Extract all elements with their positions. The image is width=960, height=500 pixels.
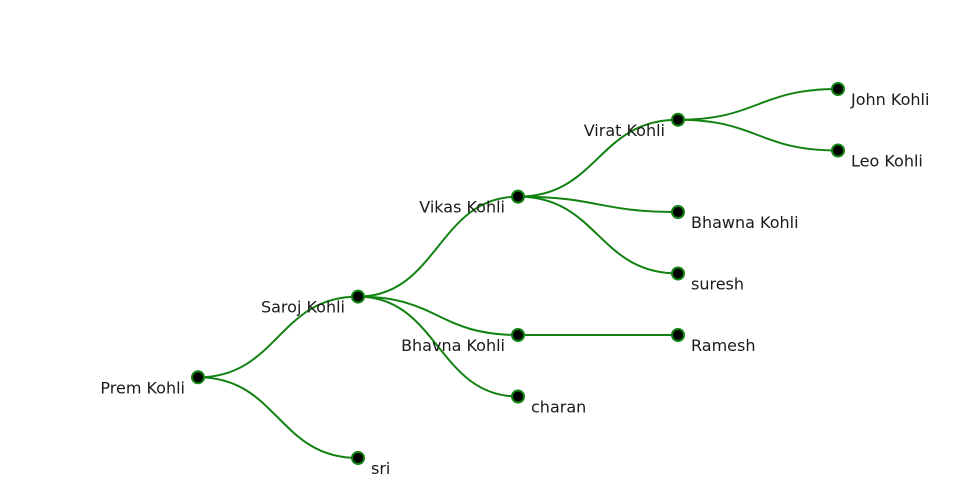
node-circle-suresh[interactable]: [671, 266, 685, 281]
tree-link-vikas-suresh: [517, 195, 679, 275]
node-label-leo: Leo Kohli: [851, 152, 923, 171]
node-circle-vikas[interactable]: [511, 189, 525, 204]
tree-link-virat-john: [677, 88, 839, 121]
node-label-sri: sri: [371, 459, 390, 478]
tree-node-saroj[interactable]: Saroj Kohli: [261, 289, 365, 317]
tree-link-prem-saroj: [197, 295, 359, 379]
tree-node-vikas[interactable]: Vikas Kohli: [419, 189, 525, 217]
tree-link-prem-sri: [197, 376, 359, 459]
tree-link-vikas-virat: [517, 118, 679, 198]
node-label-ramesh: Ramesh: [691, 336, 755, 355]
node-label-bhavna1: Bhavna Kohli: [401, 336, 505, 355]
node-circle-john[interactable]: [831, 82, 845, 96]
tree-node-charan[interactable]: charan: [511, 389, 586, 417]
tree-link-vikas-bhavna2: [517, 195, 679, 213]
node-label-john: John Kohli: [850, 90, 929, 109]
node-label-saroj: Saroj Kohli: [261, 298, 345, 317]
tree-node-bhavna2[interactable]: Bhawna Kohli: [671, 205, 799, 232]
node-circle-leo[interactable]: [831, 143, 845, 158]
tree-node-sri[interactable]: sri: [351, 451, 390, 478]
node-label-bhavna2: Bhawna Kohli: [691, 213, 799, 232]
node-circle-bhavna1[interactable]: [511, 328, 525, 342]
tree-link-saroj-bhavna1: [357, 295, 519, 336]
tree-node-virat[interactable]: Virat Kohli: [584, 112, 685, 140]
node-circle-prem[interactable]: [191, 370, 205, 385]
node-circle-bhavna2[interactable]: [671, 205, 685, 219]
node-circle-sri[interactable]: [351, 451, 365, 465]
tree-node-prem[interactable]: Prem Kohli: [100, 370, 205, 397]
node-label-vikas: Vikas Kohli: [419, 198, 505, 217]
node-label-virat: Virat Kohli: [584, 121, 665, 140]
tree-node-bhavna1[interactable]: Bhavna Kohli: [401, 328, 525, 355]
tree-node-leo[interactable]: Leo Kohli: [831, 143, 923, 171]
tree-nodes: Prem Kohli Saroj Kohli Vikas Kohli Virat Ko…: [100, 82, 929, 478]
node-circle-virat[interactable]: [671, 112, 685, 127]
node-circle-saroj[interactable]: [351, 289, 365, 304]
tree-node-john[interactable]: John Kohli: [831, 82, 929, 109]
tree-link-virat-leo: [677, 118, 839, 152]
node-circle-charan[interactable]: [511, 389, 525, 404]
node-circle-ramesh[interactable]: [671, 328, 685, 342]
tree-node-ramesh[interactable]: Ramesh: [671, 328, 755, 355]
tree-link-saroj-vikas: [357, 195, 519, 298]
tree-link-saroj-charan: [357, 295, 519, 398]
node-label-suresh: suresh: [691, 275, 744, 294]
tree-node-suresh[interactable]: suresh: [671, 266, 744, 294]
node-label-charan: charan: [531, 398, 586, 417]
tree-links: [197, 88, 839, 459]
node-label-prem: Prem Kohli: [100, 378, 185, 397]
